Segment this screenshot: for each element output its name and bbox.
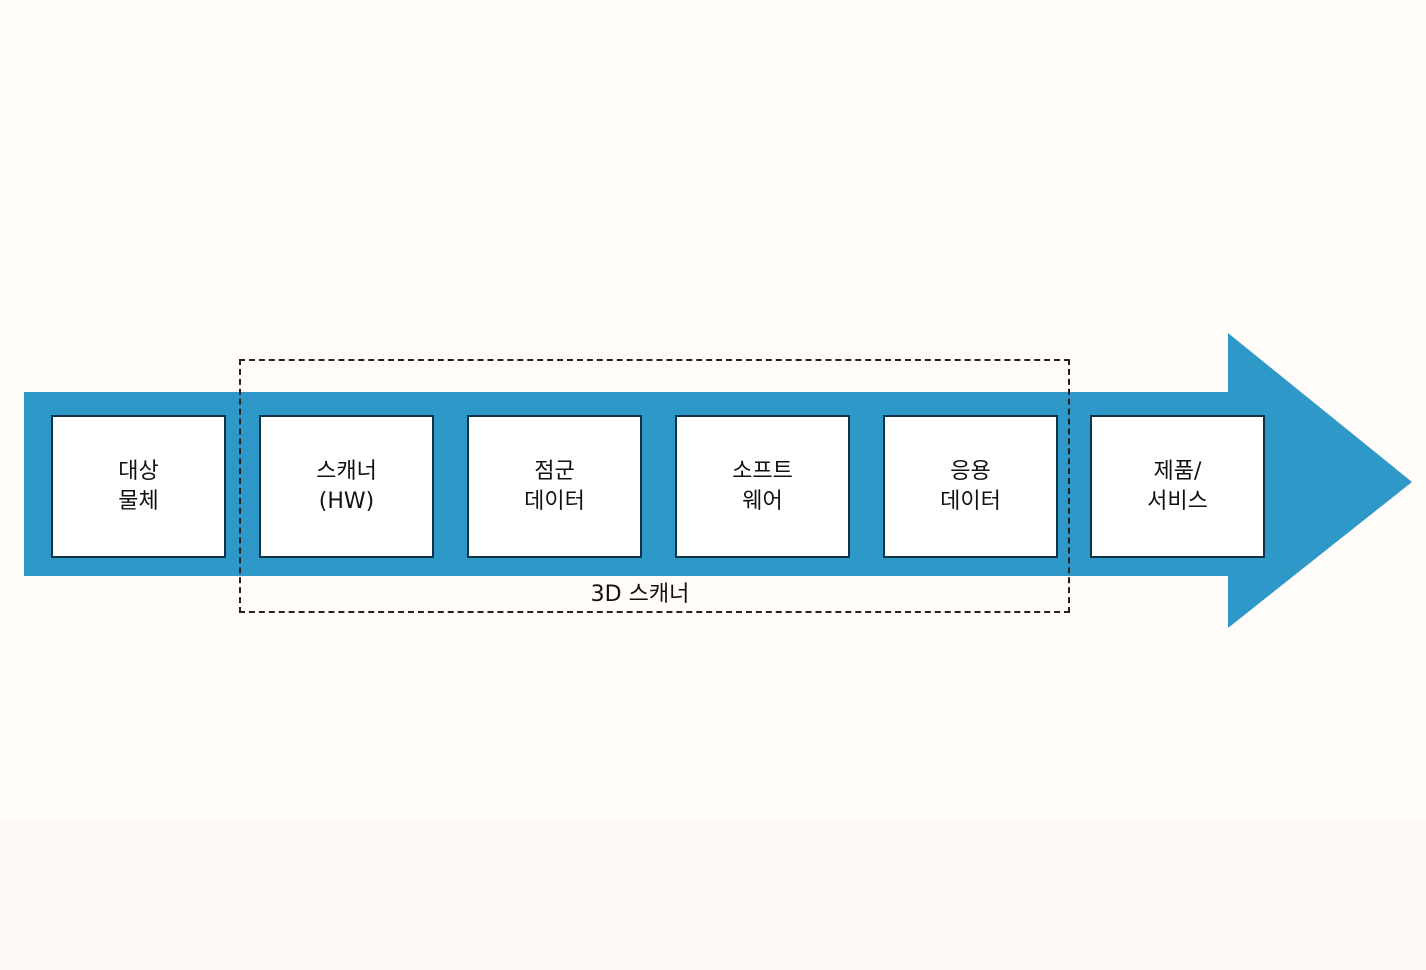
scanner-group-label: 3D 스캐너 (590, 582, 690, 607)
background-band (0, 818, 1426, 970)
stage-scanner-hw: 스캐너 (HW) (259, 415, 434, 558)
stage-label: 점군 데이터 (524, 458, 585, 514)
stage-software: 소프트 웨어 (675, 415, 850, 558)
stage-label: 대상 물체 (118, 458, 159, 514)
stage-product-service: 제품/ 서비스 (1090, 415, 1265, 558)
stage-label: 제품/ 서비스 (1147, 458, 1208, 514)
stage-label: 응용 데이터 (940, 458, 1001, 514)
scanner-group-frame (239, 359, 1070, 613)
stage-label: 스캐너 (HW) (316, 458, 377, 514)
stage-label: 소프트 웨어 (732, 458, 793, 514)
stage-application-data: 응용 데이터 (883, 415, 1058, 558)
stage-point-cloud: 점군 데이터 (467, 415, 642, 558)
stage-target-object: 대상 물체 (51, 415, 226, 558)
